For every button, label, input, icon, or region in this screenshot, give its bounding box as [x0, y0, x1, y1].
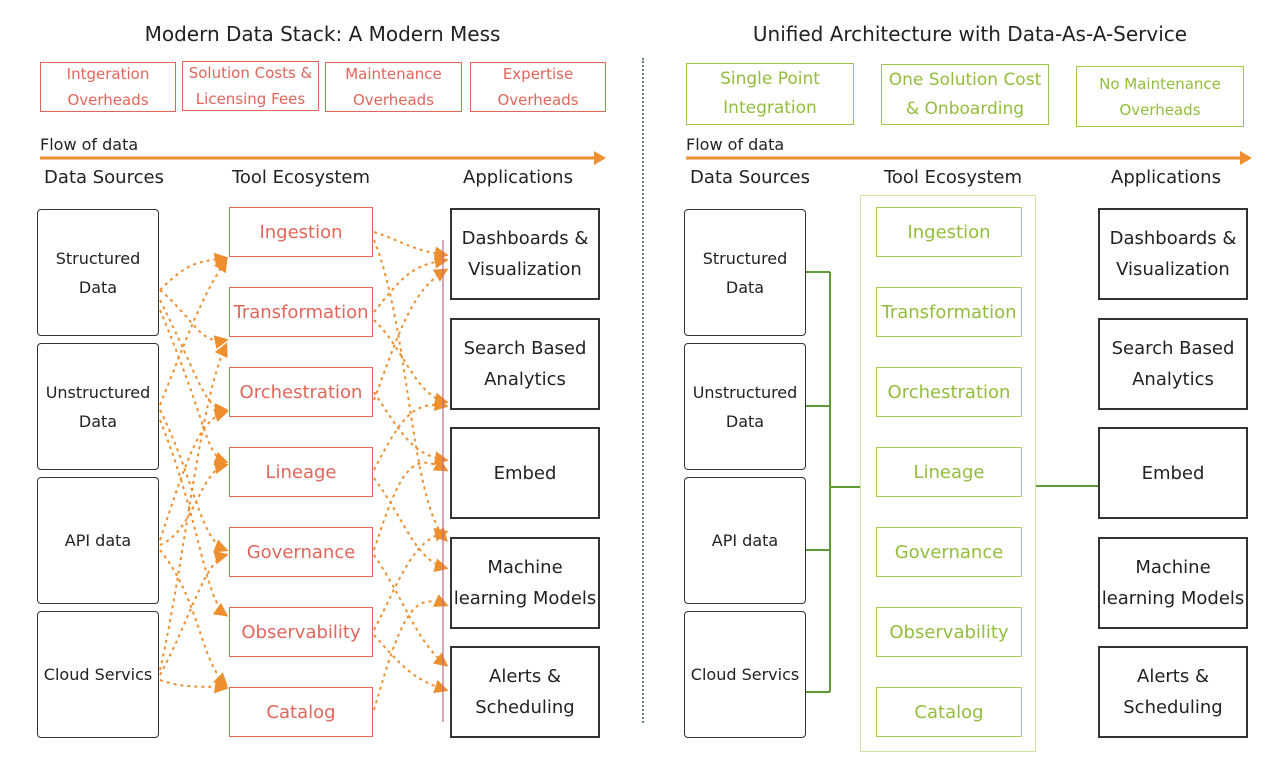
overhead-integration: Intgeration Overheads [40, 62, 176, 112]
right-app-embed: Embed [1098, 427, 1248, 519]
overhead-expertise: Expertise Overheads [470, 62, 606, 112]
right-source-api: API data [684, 477, 806, 604]
left-app-alerts: Alerts & Scheduling [450, 646, 600, 738]
left-header-sources: Data Sources [44, 167, 164, 188]
unified-ecosystem-frame [860, 195, 1036, 752]
panel-divider [642, 58, 644, 723]
right-header-tools: Tool Ecosystem [883, 167, 1023, 188]
left-app-search-analytics: Search Based Analytics [450, 318, 600, 410]
left-app-dashboards: Dashboards & Visualization [450, 208, 600, 300]
benefit-no-maintenance: No Maintenance Overheads [1076, 66, 1244, 127]
overhead-licensing: Solution Costs & Licensing Fees [182, 61, 319, 111]
right-title: Unified Architecture with Data-As-A-Serv… [752, 22, 1188, 46]
left-tool-ingestion: Ingestion [229, 207, 373, 257]
right-tool-governance: Governance [876, 527, 1022, 577]
left-app-ml-models: Machine learning Models [450, 537, 600, 629]
left-title: Modern Data Stack: A Modern Mess [144, 22, 501, 46]
benefit-one-cost: One Solution Cost & Onboarding [881, 64, 1049, 125]
left-source-structured: Structured Data [37, 209, 159, 336]
right-app-dashboards: Dashboards & Visualization [1098, 208, 1248, 300]
left-source-unstructured: Unstructured Data [37, 343, 159, 470]
left-tool-transformation: Transformation [229, 287, 373, 337]
left-flow-arrow [40, 151, 606, 165]
right-tool-orchestration: Orchestration [876, 367, 1022, 417]
left-tool-governance: Governance [229, 527, 373, 577]
left-header-tools: Tool Ecosystem [231, 167, 371, 188]
right-source-unstructured: Unstructured Data [684, 343, 806, 470]
right-app-alerts: Alerts & Scheduling [1098, 646, 1248, 738]
overhead-maintenance: Maintenance Overheads [325, 62, 462, 112]
left-tool-app-connections [373, 231, 449, 711]
right-source-cloud: Cloud Servics [684, 611, 806, 738]
right-source-bus [806, 271, 860, 693]
right-tool-catalog: Catalog [876, 687, 1022, 737]
right-tool-lineage: Lineage [876, 447, 1022, 497]
right-header-apps: Applications [1111, 167, 1221, 188]
right-flow-arrow [686, 151, 1252, 165]
left-tool-catalog: Catalog [229, 687, 373, 737]
left-tool-lineage: Lineage [229, 447, 373, 497]
right-tool-ingestion: Ingestion [876, 207, 1022, 257]
left-app-embed: Embed [450, 427, 600, 519]
left-source-tool-connections [159, 252, 229, 694]
left-source-api: API data [37, 477, 159, 604]
right-header-sources: Data Sources [690, 167, 810, 188]
right-tool-transformation: Transformation [876, 287, 1022, 337]
right-app-search-analytics: Search Based Analytics [1098, 318, 1248, 410]
left-flow-label: Flow of data [40, 135, 139, 154]
right-source-structured: Structured Data [684, 209, 806, 336]
right-tool-observability: Observability [876, 607, 1022, 657]
left-header-apps: Applications [463, 167, 573, 188]
left-tool-orchestration: Orchestration [229, 367, 373, 417]
right-flow-label: Flow of data [686, 135, 785, 154]
right-app-ml-models: Machine learning Models [1098, 537, 1248, 629]
left-source-cloud: Cloud Servics [37, 611, 159, 738]
left-tool-observability: Observability [229, 607, 373, 657]
benefit-single-point: Single Point Integration [686, 63, 854, 125]
